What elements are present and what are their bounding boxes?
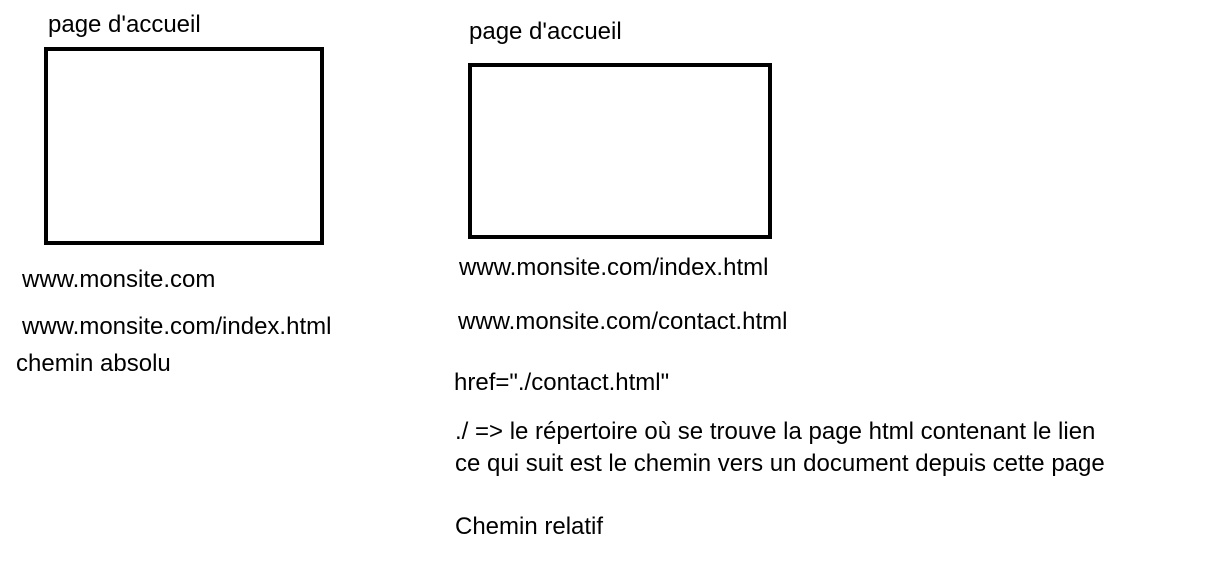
right-url-index: www.monsite.com/index.html: [459, 254, 769, 281]
left-page-box: [44, 47, 324, 245]
left-url-index: www.monsite.com/index.html: [22, 313, 332, 340]
left-page-caption: page d'accueil: [48, 11, 201, 38]
right-page-box: [468, 63, 772, 239]
right-label-relative-path: Chemin relatif: [455, 513, 604, 540]
left-url-root: www.monsite.com: [22, 266, 216, 293]
right-url-contact: www.monsite.com/contact.html: [458, 308, 788, 335]
right-page-caption: page d'accueil: [469, 18, 622, 45]
right-explanation-line2: ce qui suit est le chemin vers un docume…: [455, 450, 1105, 477]
left-label-absolute-path: chemin absolu: [16, 350, 171, 377]
right-explanation-line1: ./ => le répertoire où se trouve la page…: [455, 418, 1096, 445]
right-href-example: href="./contact.html": [454, 369, 670, 396]
